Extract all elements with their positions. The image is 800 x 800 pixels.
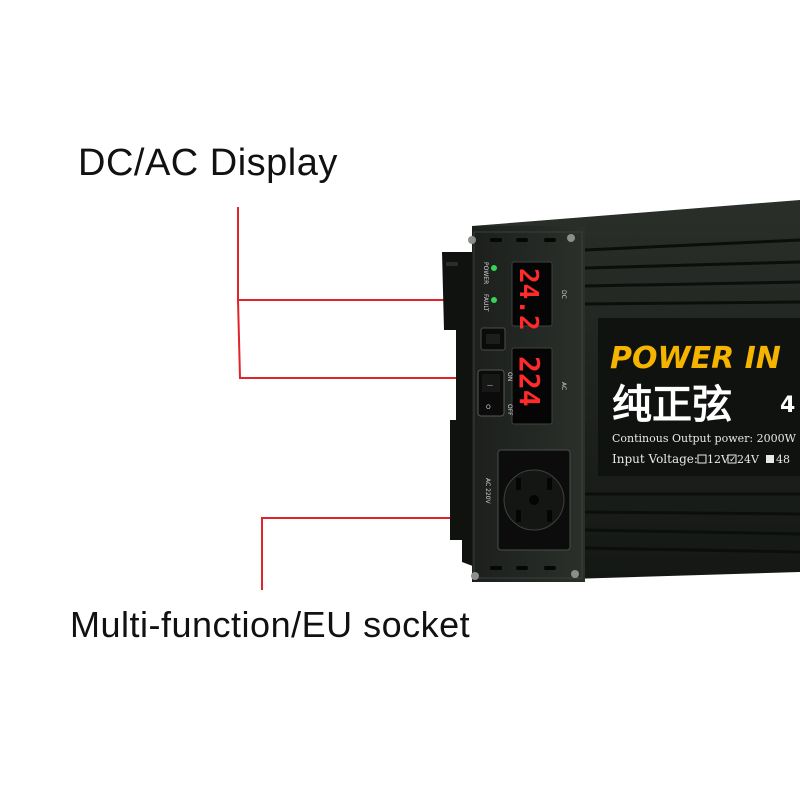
label-opt-24: 24V: [737, 453, 760, 466]
leader-line-socket: [261, 517, 482, 590]
dc-display: 24.2 DC: [511, 261, 567, 331]
rj45-port-icon[interactable]: [480, 327, 506, 351]
svg-text:—: —: [487, 382, 493, 389]
label-chinese: 纯正弦: [612, 382, 732, 428]
label-opt-12: 12V: [707, 453, 730, 466]
svg-text:✓: ✓: [729, 455, 737, 465]
screw-icon: [571, 570, 579, 578]
label-continuous: Continous Output power: 2000W: [612, 432, 797, 445]
universal-socket-icon[interactable]: [497, 449, 571, 551]
screw-icon: [567, 234, 575, 242]
dc-label: DC: [560, 290, 567, 299]
rocker-switch-icon[interactable]: — O: [477, 369, 505, 417]
callout-dc-ac-display: DC/AC Display: [78, 142, 338, 184]
product-label: POWER IN 纯正弦 4 Continous Output power: 2…: [598, 318, 800, 476]
callout-eu-socket: Multi-function/EU socket: [70, 604, 471, 645]
label-chinese-extra: 4: [780, 393, 795, 418]
leader-lines: [237, 207, 495, 590]
screw-icon: [468, 236, 476, 244]
screw-icon: [471, 572, 479, 580]
switch-off-label: OFF: [506, 404, 513, 416]
switch-on-label: ON: [506, 372, 513, 381]
dc-reading: 24.2: [513, 268, 543, 331]
label-brand: POWER IN: [610, 341, 781, 376]
label-opt-48: 48: [776, 453, 790, 466]
led-fault-label: FAULT: [482, 294, 489, 312]
ac-display: 224 AC: [511, 347, 567, 425]
fault-led-icon: [491, 297, 497, 303]
ac-reading: 224: [513, 356, 546, 407]
mounting-bracket: [442, 252, 478, 568]
label-input-voltage: Input Voltage:: [612, 452, 698, 466]
socket-label: AC 220V: [484, 478, 491, 505]
led-power-label: POWER: [482, 262, 489, 284]
ac-label: AC: [560, 382, 567, 390]
power-led-icon: [491, 265, 497, 271]
svg-text:O: O: [486, 404, 491, 411]
leader-line-display-ac: [237, 299, 495, 379]
